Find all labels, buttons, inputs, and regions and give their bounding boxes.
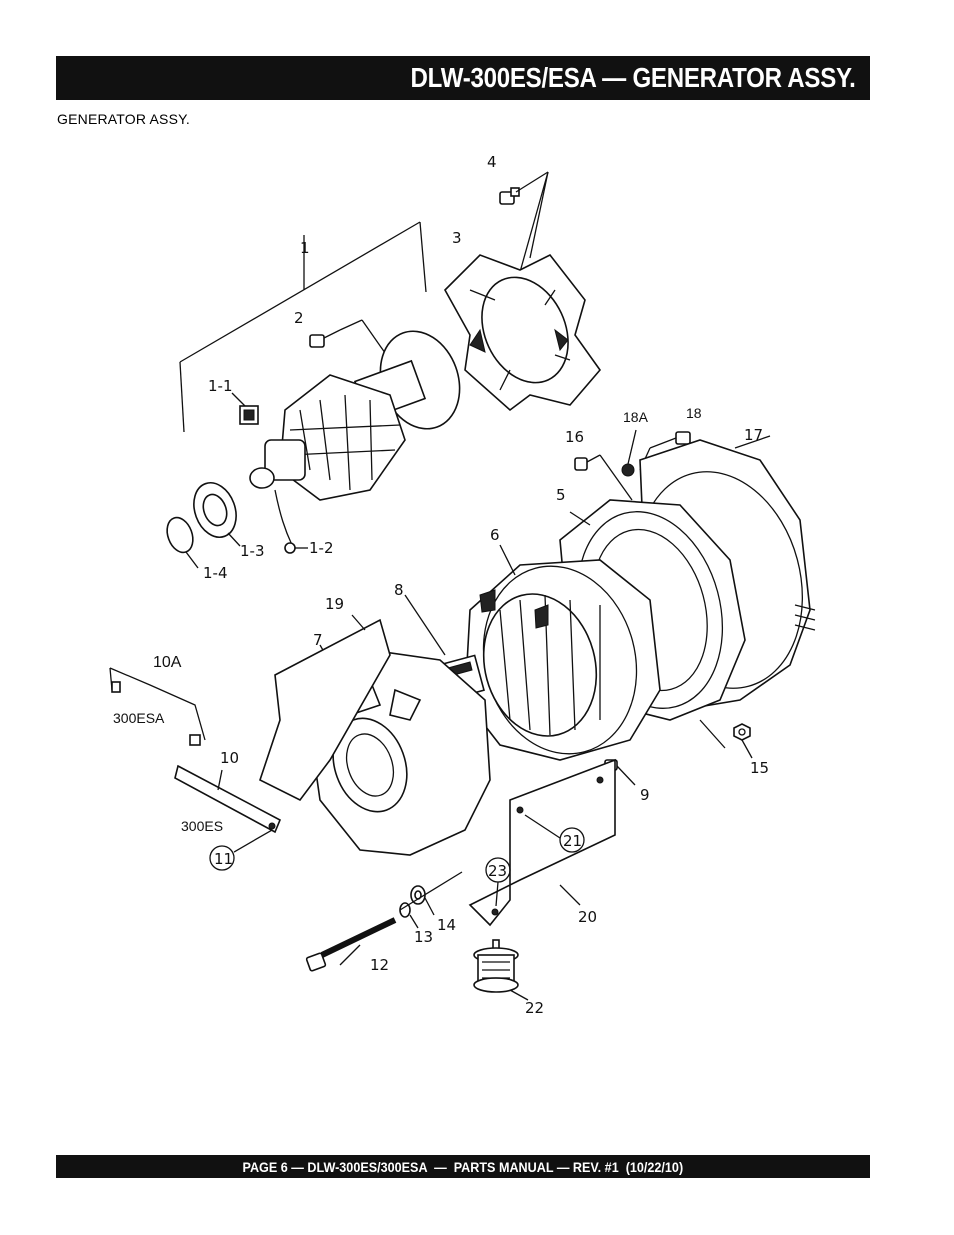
callout-1-2: 1-2: [309, 539, 334, 557]
callout-5: 5: [556, 486, 566, 504]
footer-text: PAGE 6 — DLW-300ES/300ESA — PARTS MANUAL…: [242, 1158, 684, 1175]
callout-4: 4: [487, 153, 497, 171]
callout-6: 6: [490, 526, 500, 544]
callout-19: 19: [325, 595, 344, 613]
callout-18: 18: [686, 405, 702, 421]
rubber-mount-22: [473, 939, 529, 1001]
variant-label-300esa: 300ESA: [113, 710, 165, 726]
rotor-1: [249, 330, 461, 546]
callout-11: [209, 829, 273, 871]
callout-7: 7: [313, 631, 323, 649]
callout-10a: 10A: [153, 654, 182, 671]
callout-21: [524, 814, 585, 853]
callout-15: 15: [750, 759, 769, 777]
bolt-4: [499, 171, 549, 273]
callout-23-label: 23: [488, 862, 507, 880]
flat-washer-14: [399, 871, 463, 916]
callout-1-3: 1-3: [240, 542, 265, 560]
callout-13: 13: [414, 928, 433, 946]
section-subtitle: GENERATOR ASSY.: [57, 111, 190, 127]
stator-6: [464, 544, 661, 761]
callout-16: 16: [565, 428, 584, 446]
callout-17: 17: [744, 426, 763, 444]
wire-harness-10a: [109, 667, 206, 746]
lock-washer-13: [399, 902, 419, 929]
nut-18a: [621, 429, 637, 477]
page-header: DLW-300ES/ESA — GENERATOR ASSY.: [56, 56, 870, 100]
callout-18a: 18A: [623, 409, 649, 425]
bolt-2: [309, 319, 391, 361]
long-bolt-12: [305, 917, 397, 972]
page-footer: PAGE 6 — DLW-300ES/300ESA — PARTS MANUAL…: [56, 1155, 870, 1178]
rotor-assembly-bracket: [179, 221, 427, 433]
callout-21-label: 21: [563, 832, 582, 850]
callout-1-4: 1-4: [203, 564, 228, 582]
generator-exploded-diagram: 1 1-1 1-2 1-3 1-4 2 3 4 5 6 7 8 9 10 10A…: [109, 153, 816, 1017]
cooling-fan-3: [444, 253, 602, 412]
variant-label-300es: 300ES: [181, 818, 223, 834]
callout-11-label: 11: [214, 850, 233, 868]
callout-23: [485, 857, 511, 907]
page-title: DLW-300ES/ESA — GENERATOR ASSY.: [410, 62, 856, 93]
callout-3: 3: [452, 229, 462, 247]
callout-2: 2: [294, 309, 304, 327]
mount-bracket-20: [468, 758, 616, 927]
callout-10: 10: [220, 749, 239, 767]
mounting-bracket-19: [259, 614, 391, 802]
callout-9: 9: [640, 786, 650, 804]
callout-1: 1: [300, 239, 310, 257]
varistor-1-2: [284, 542, 308, 554]
callout-22: 22: [525, 999, 544, 1017]
callout-8: 8: [394, 581, 404, 599]
retaining-ring-1-4: [166, 516, 199, 569]
callout-12: 12: [370, 956, 389, 974]
callout-20: 20: [578, 908, 597, 926]
strap-10: [174, 764, 282, 834]
callout-labels: 1 1-1 1-2 1-3 1-4 2 3 4 5 6 7 8 9 10 10A…: [113, 153, 769, 1017]
bolt-16: [574, 454, 633, 501]
callout-14: 14: [437, 916, 456, 934]
nut-15: [699, 719, 753, 759]
bearing-1-3: [193, 482, 241, 547]
diode-module-1-1: [231, 392, 259, 425]
callout-1-1: 1-1: [208, 377, 233, 395]
